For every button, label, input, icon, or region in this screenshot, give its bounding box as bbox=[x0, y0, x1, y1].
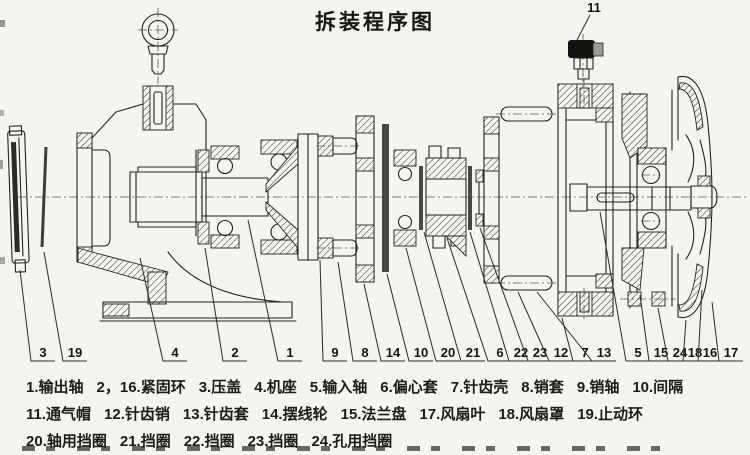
legend-item: 10.间隔 bbox=[632, 379, 684, 396]
callout-number: 18 bbox=[688, 345, 702, 360]
callout-9: 9 bbox=[319, 259, 347, 362]
legend-item: 12.针齿销 bbox=[104, 406, 170, 423]
legend-item: 1.输出轴 bbox=[26, 379, 84, 396]
legend-row-1: 1.输出轴 2，16.紧固环 3.压盖 4.机座 5.输入轴 6.偏心套 7.针齿壳 8.销套… bbox=[26, 374, 742, 401]
callout-number: 24 bbox=[673, 345, 688, 360]
legend-item: 2，16.紧固环 bbox=[96, 379, 186, 396]
callout-number: 16 bbox=[703, 345, 717, 360]
eccentric-sleeve-6 bbox=[425, 145, 467, 258]
legend-row-2: 11.通气帽 12.针齿销 13.针齿套 14.摆线轮 15.法兰盘 17.风扇叶 18.风… bbox=[26, 401, 742, 428]
callout-number: 2 bbox=[231, 345, 238, 360]
callout-14: 14 bbox=[363, 283, 405, 362]
eye-bolt bbox=[138, 8, 178, 84]
legend-item: 15.法兰盘 bbox=[340, 406, 407, 423]
pin-gear-housing-7 bbox=[557, 78, 614, 322]
parts-legend: 1.输出轴 2，16.紧固环 3.压盖 4.机座 5.输入轴 6.偏心套 7.针齿壳 8.销套… bbox=[26, 374, 742, 455]
pin-gear-pins-12-13 bbox=[496, 106, 558, 291]
callout-22: 22 bbox=[469, 231, 533, 362]
page-title: 拆装程序图 bbox=[315, 11, 435, 34]
callout-12: 12 bbox=[517, 291, 573, 362]
legend-item: 4.机座 bbox=[254, 379, 297, 396]
legend-row-3: 20.轴用挡圈 21.挡圈 22.挡圈 23.挡圈 24.孔用挡圈 bbox=[26, 428, 742, 455]
legend-item: 3.压盖 bbox=[198, 379, 242, 396]
callout-number: 21 bbox=[466, 345, 480, 360]
cutoff-text-artifact bbox=[22, 446, 662, 451]
legend-item: 17.风扇叶 bbox=[419, 406, 486, 423]
callout-number: 4 bbox=[171, 345, 179, 360]
legend-item: 21.挡圈 bbox=[119, 433, 171, 450]
breather-cap-11 bbox=[568, 34, 604, 88]
output-shaft-1 bbox=[129, 166, 269, 228]
callout-number: 19 bbox=[68, 345, 82, 360]
scan-artifacts bbox=[0, 20, 5, 264]
legend-item: 5.输入轴 bbox=[309, 379, 368, 396]
callout-number: 5 bbox=[634, 345, 641, 360]
callout-6: 6 bbox=[446, 237, 512, 362]
retaining-strip-b bbox=[468, 166, 472, 230]
callout-4: 4 bbox=[139, 257, 187, 362]
legend-item: 13.针齿套 bbox=[182, 406, 249, 423]
callout-number: 11 bbox=[587, 0, 601, 15]
cycloid-wheel-14 bbox=[355, 115, 375, 283]
callout-number: 3 bbox=[39, 345, 46, 360]
callout-number: 9 bbox=[331, 345, 338, 360]
callout-19: 19 bbox=[43, 251, 87, 362]
cycloid-wheel-b bbox=[483, 116, 500, 284]
callout-21: 21 bbox=[423, 231, 485, 362]
legend-item: 19.止动环 bbox=[577, 406, 644, 423]
legend-item: 9.销轴 bbox=[576, 379, 620, 396]
input-shaft-5 bbox=[569, 183, 718, 212]
callout-17: 17 bbox=[711, 301, 743, 362]
callout-20: 20 bbox=[405, 247, 460, 362]
callout-number: 14 bbox=[386, 345, 401, 360]
callout-number: 22 bbox=[514, 345, 528, 360]
legend-item: 20.轴用挡圈 bbox=[26, 433, 107, 450]
callout-3: 3 bbox=[19, 269, 55, 362]
callout-11: 11 bbox=[576, 0, 601, 41]
legend-item: 7.针齿壳 bbox=[450, 379, 509, 396]
spacer-10 bbox=[382, 124, 389, 272]
callout-1: 1 bbox=[247, 219, 302, 362]
fastening-ring-2 bbox=[197, 149, 210, 245]
callout-number: 10 bbox=[414, 345, 428, 360]
callout-number: 20 bbox=[441, 345, 455, 360]
legend-item: 24.孔用挡圈 bbox=[311, 433, 393, 450]
callout-13: 13 bbox=[536, 291, 616, 362]
bearing-c bbox=[393, 149, 417, 247]
hole-retaining-ring-24 bbox=[620, 291, 676, 307]
fan-cover-18 bbox=[671, 75, 713, 319]
bearing-a bbox=[210, 145, 240, 249]
legend-item: 6.偏心套 bbox=[380, 379, 438, 396]
callout-number: 13 bbox=[597, 345, 611, 360]
callout-15: 15 bbox=[639, 294, 673, 362]
legend-item: 14.摆线轮 bbox=[261, 406, 328, 423]
legend-item: 23.挡圈 bbox=[247, 433, 299, 450]
callout-2: 2 bbox=[204, 247, 247, 362]
cover-plate-3 bbox=[7, 125, 30, 273]
retaining-strip-a bbox=[419, 166, 423, 230]
callout-number: 8 bbox=[361, 345, 368, 360]
callout-23: 23 bbox=[479, 227, 552, 362]
callout-number: 1 bbox=[286, 345, 293, 360]
callout-16: 16 bbox=[697, 289, 722, 362]
legend-item: 22.挡圈 bbox=[183, 433, 235, 450]
legend-item: 8.销套 bbox=[521, 379, 564, 396]
callout-10: 10 bbox=[386, 273, 433, 362]
legend-item: 18.风扇罩 bbox=[498, 406, 565, 423]
retaining-ring-pair bbox=[475, 169, 484, 227]
callout-number: 12 bbox=[554, 345, 568, 360]
machine-base-4 bbox=[76, 8, 297, 322]
stop-ring-19 bbox=[40, 146, 48, 248]
callout-8: 8 bbox=[337, 261, 377, 362]
callout-number: 6 bbox=[496, 345, 503, 360]
shaft-hub-pins-8-9 bbox=[265, 133, 362, 261]
callout-5: 5 bbox=[599, 211, 650, 362]
legend-item: 11.通气帽 bbox=[26, 406, 92, 423]
flange-15 bbox=[621, 91, 667, 309]
callout-number: 17 bbox=[724, 345, 738, 360]
callout-number: 15 bbox=[654, 345, 668, 360]
